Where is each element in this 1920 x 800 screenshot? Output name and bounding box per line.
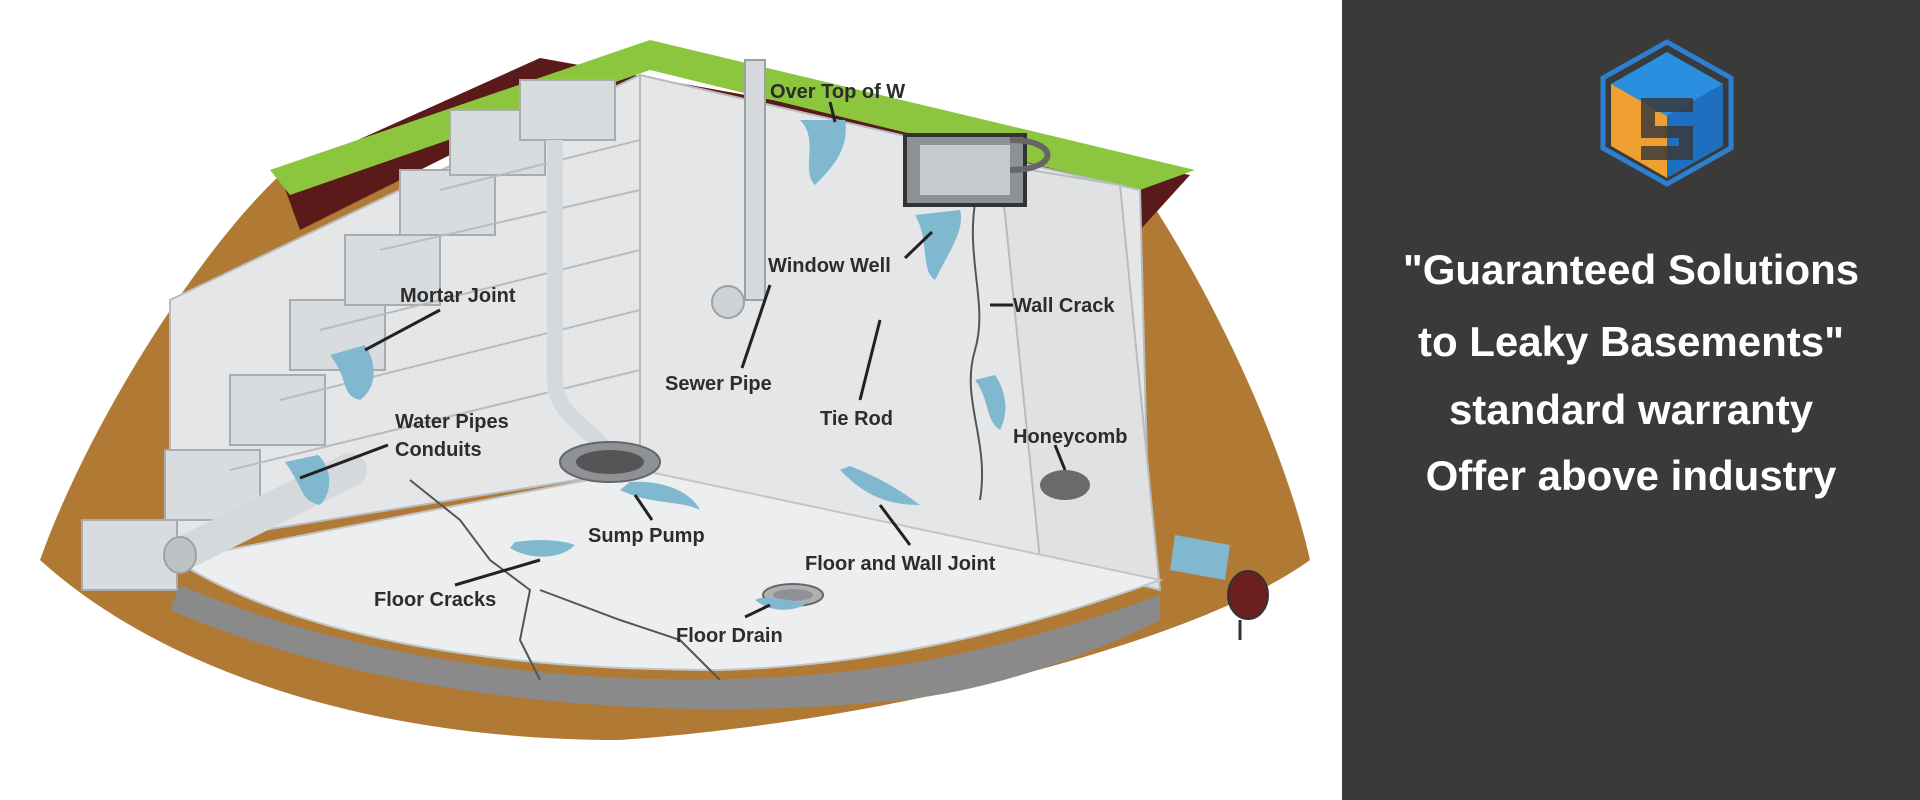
basement-leak-diagram: Over Top of W Window Well Mortar Joint W… [40,40,1310,740]
headline-line-2: to Leaky Basements" [1417,318,1845,365]
label-sewer-pipe: Sewer Pipe [665,373,772,395]
label-wall-crack: Wall Crack [1013,295,1115,317]
leader-lines [299,101,1067,619]
gravel-base [170,585,1160,710]
label-window-well: Window Well [768,255,891,277]
sewer-pipe [711,59,766,319]
label-mortar-joint: Mortar Joint [400,285,516,307]
floor-slab [172,468,1164,672]
sump-pit [559,441,661,483]
label-floor-wall-joint: Floor and Wall Joint [805,553,996,575]
headline-line-4: Offer above industry [1425,452,1837,499]
label-conduits: Conduits [395,439,482,461]
headline-line-3: standard warranty [1448,386,1814,433]
water-leaks [285,120,1230,610]
headline-line-1: "Guaranteed Solutions [1402,246,1860,293]
label-water-pipes: Water Pipes [395,411,509,433]
honeycomb-patch [1040,470,1090,500]
hexagon-logo-icon [1600,39,1734,187]
promo-panel: "Guaranteed Solutions to Leaky Basements… [1342,0,1920,800]
label-tie-rod: Tie Rod [820,408,893,430]
label-honeycomb: Honeycomb [1013,426,1127,448]
window-well [903,133,1051,207]
right-wall-edge [998,163,1162,592]
mortar-lines [229,139,641,471]
label-sump-pump: Sump Pump [588,525,705,547]
label-over-top: Over Top of W [770,81,905,103]
label-floor-drain: Floor Drain [676,625,783,647]
floor-crack-lines [409,179,984,681]
label-floor-cracks: Floor Cracks [374,589,496,611]
exterior-drain-pipe [1227,570,1269,640]
